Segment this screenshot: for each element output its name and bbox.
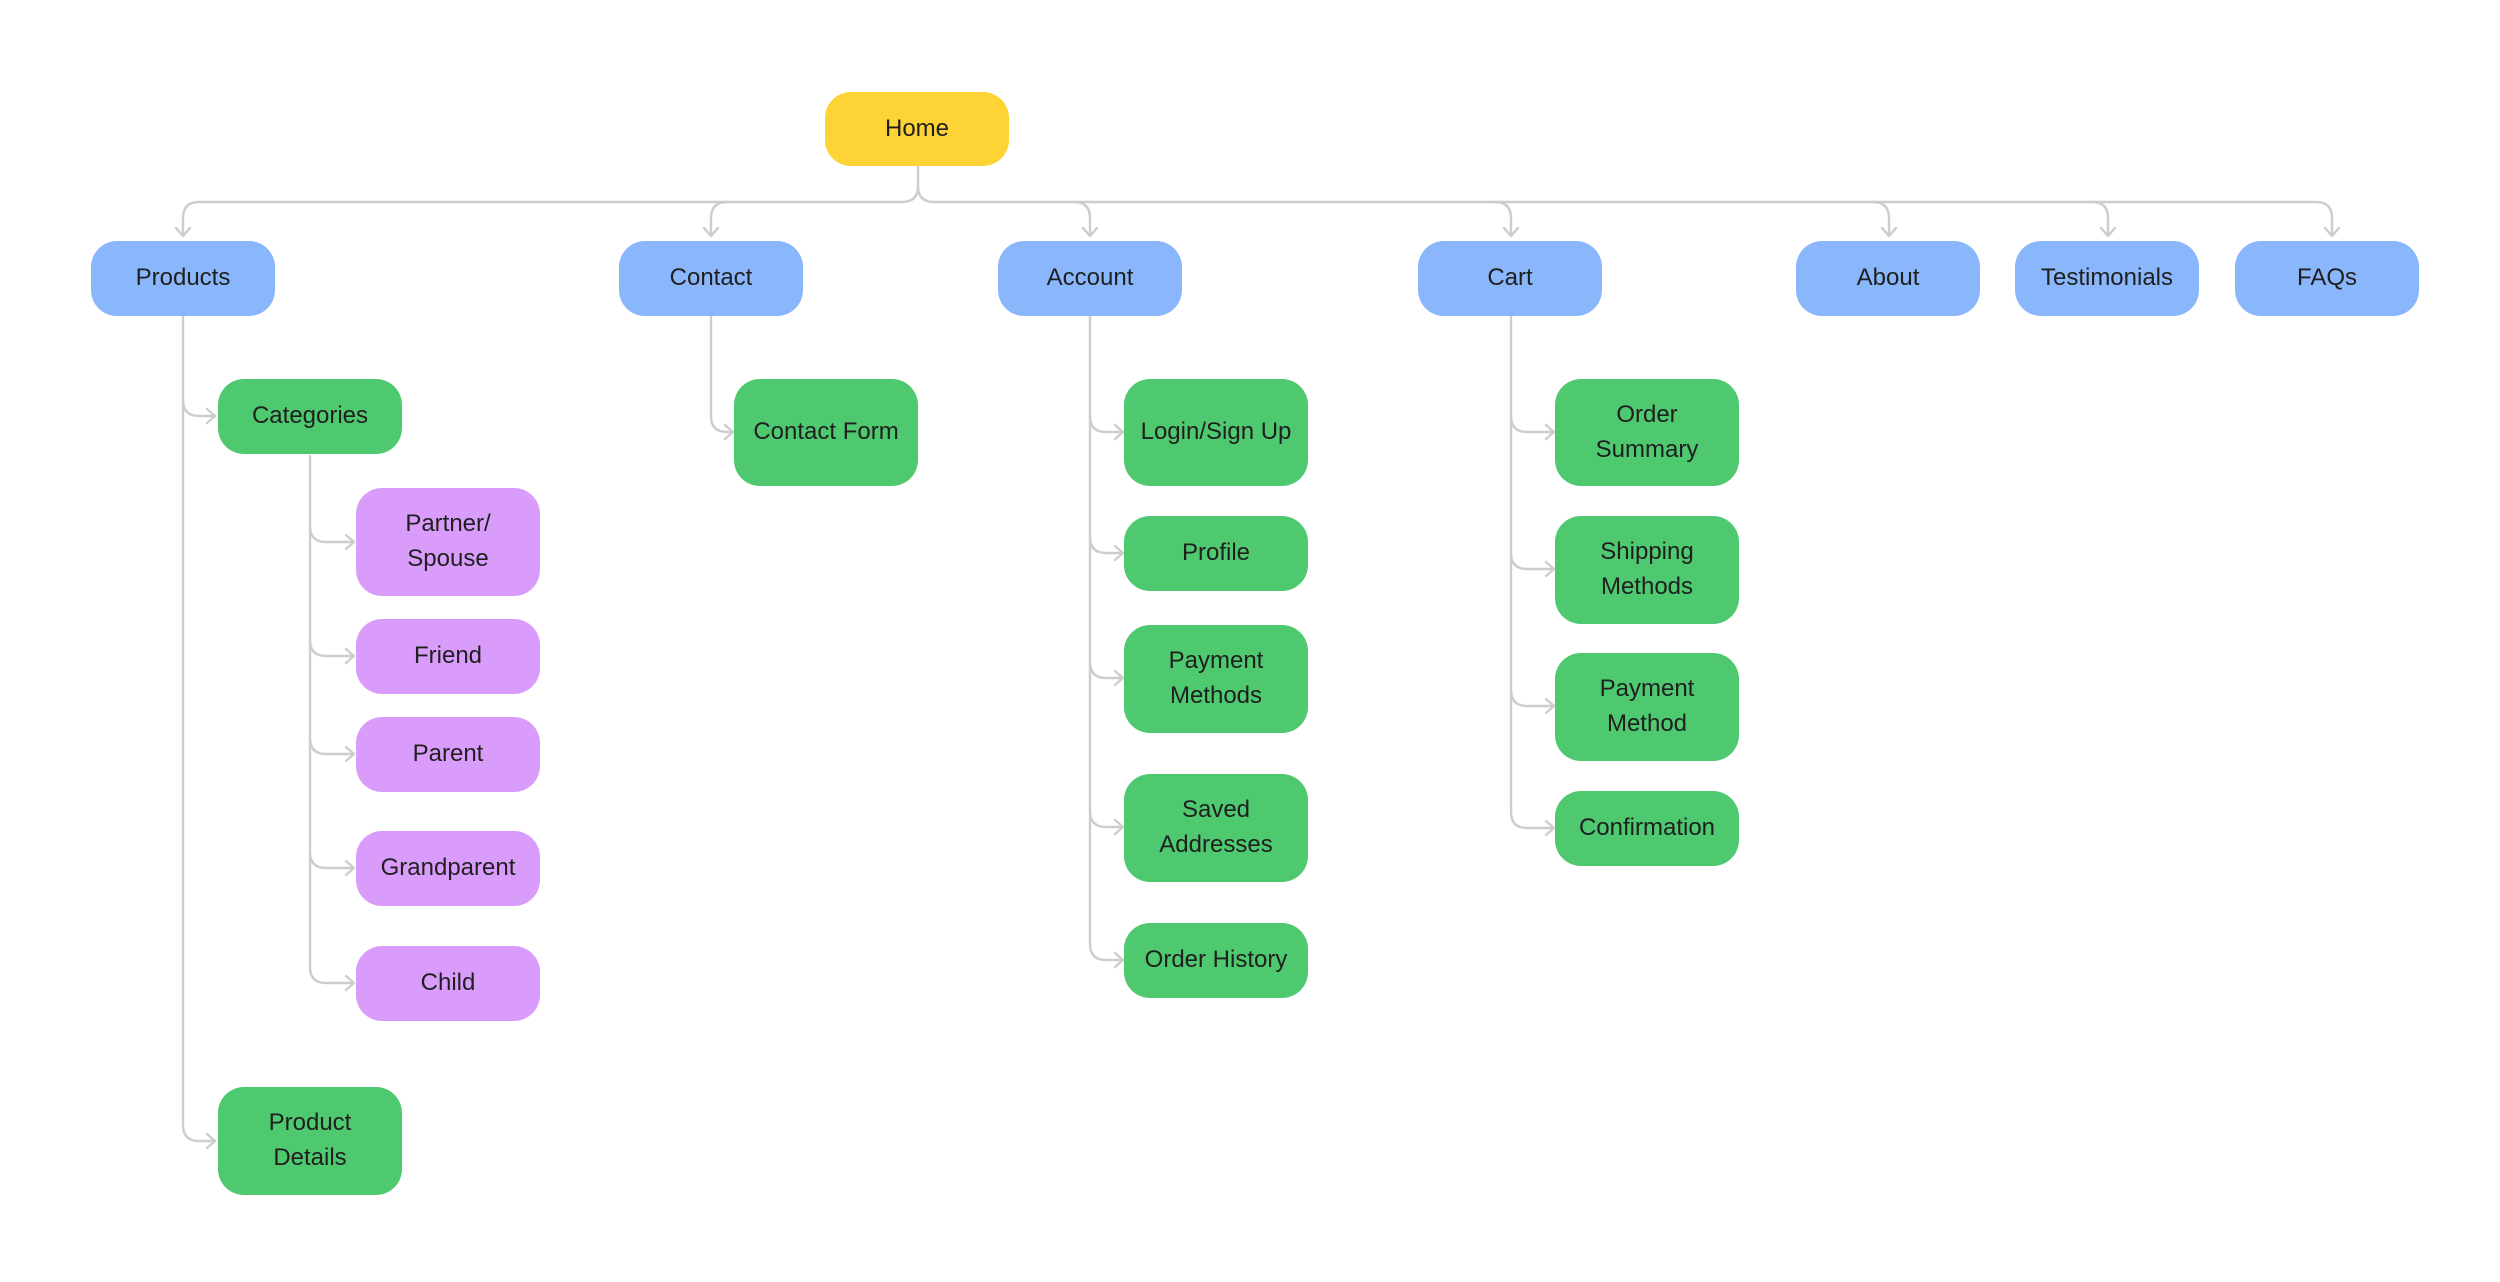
connector-categories-trunk — [308, 454, 356, 985]
node-order-history[interactable]: Order History — [1124, 923, 1308, 998]
arrowhead-parent — [344, 745, 356, 763]
node-partner-spouse[interactable]: Partner/ Spouse — [356, 488, 540, 596]
arrowhead-contact-form — [723, 423, 735, 441]
connector-products-trunk — [181, 314, 217, 1143]
node-home[interactable]: Home — [825, 92, 1009, 166]
node-contact[interactable]: Contact — [619, 241, 803, 316]
node-saved-addresses[interactable]: Saved Addresses — [1124, 774, 1308, 882]
connector-to-partner — [308, 524, 356, 544]
arrowhead-grandparent — [344, 859, 356, 877]
arrowhead-faqs — [2323, 226, 2341, 238]
connector-to-categories — [181, 398, 217, 418]
arrowhead-child — [344, 974, 356, 992]
connector-to-order-summary — [1509, 414, 1556, 434]
connector-contact-trunk — [709, 314, 735, 434]
node-products[interactable]: Products — [91, 241, 275, 316]
node-testimonials[interactable]: Testimonials — [2015, 241, 2199, 316]
arrowhead-cart — [1502, 226, 1520, 238]
connector-account-trunk — [1088, 314, 1125, 962]
node-login-sign-up[interactable]: Login/Sign Up — [1124, 379, 1308, 486]
connector-cart-trunk — [1509, 314, 1556, 830]
arrowhead-testimonials — [2099, 226, 2117, 238]
node-confirmation[interactable]: Confirmation — [1555, 791, 1739, 866]
connector-to-friend — [308, 638, 356, 658]
node-order-summary[interactable]: Order Summary — [1555, 379, 1739, 486]
connector-root-bus-left — [181, 184, 920, 237]
node-about[interactable]: About — [1796, 241, 1980, 316]
node-contact-form[interactable]: Contact Form — [734, 379, 918, 486]
node-friend[interactable]: Friend — [356, 619, 540, 694]
node-payment-method[interactable]: Payment Method — [1555, 653, 1739, 761]
arrowhead-categories — [205, 407, 217, 425]
arrowhead-confirmation — [1544, 819, 1556, 837]
arrowhead-payment-methods — [1113, 669, 1125, 687]
arrowhead-partner — [344, 533, 356, 551]
arrowhead-payment-method — [1544, 697, 1556, 715]
node-grandparent[interactable]: Grandparent — [356, 831, 540, 906]
node-parent[interactable]: Parent — [356, 717, 540, 792]
connector-to-saved-addresses — [1088, 809, 1125, 829]
arrowhead-products — [174, 226, 192, 238]
connector-to-contact — [709, 200, 729, 237]
arrowhead-account — [1081, 226, 1099, 238]
connector-to-about — [1871, 200, 1891, 237]
node-profile[interactable]: Profile — [1124, 516, 1308, 591]
connector-to-cart — [1493, 200, 1513, 237]
node-product-details[interactable]: Product Details — [218, 1087, 402, 1195]
connector-to-shipping — [1509, 551, 1556, 571]
arrowhead-order-history — [1113, 951, 1125, 969]
arrowhead-login — [1113, 423, 1125, 441]
arrowhead-profile — [1113, 544, 1125, 562]
node-payment-methods[interactable]: Payment Methods — [1124, 625, 1308, 733]
connector-to-account — [1072, 200, 1092, 237]
connector-to-grandparent — [308, 850, 356, 870]
connector-to-payment-method — [1509, 688, 1556, 708]
node-categories[interactable]: Categories — [218, 379, 402, 454]
node-faqs[interactable]: FAQs — [2235, 241, 2419, 316]
arrowhead-shipping — [1544, 560, 1556, 578]
connector-to-login — [1088, 414, 1125, 434]
connector-to-profile — [1088, 535, 1125, 555]
connector-to-testimonials — [2090, 200, 2110, 237]
arrowhead-order-summary — [1544, 423, 1556, 441]
node-shipping-methods[interactable]: Shipping Methods — [1555, 516, 1739, 624]
node-cart[interactable]: Cart — [1418, 241, 1602, 316]
node-account[interactable]: Account — [998, 241, 1182, 316]
arrowhead-friend — [344, 647, 356, 665]
arrowhead-contact — [702, 226, 720, 238]
arrowhead-about — [1880, 226, 1898, 238]
connector-root-trunk — [916, 164, 2334, 237]
connector-to-parent — [308, 736, 356, 756]
arrowhead-product-details — [205, 1132, 217, 1150]
node-child[interactable]: Child — [356, 946, 540, 1021]
arrowhead-saved-addresses — [1113, 818, 1125, 836]
connector-to-payment-methods — [1088, 660, 1125, 680]
